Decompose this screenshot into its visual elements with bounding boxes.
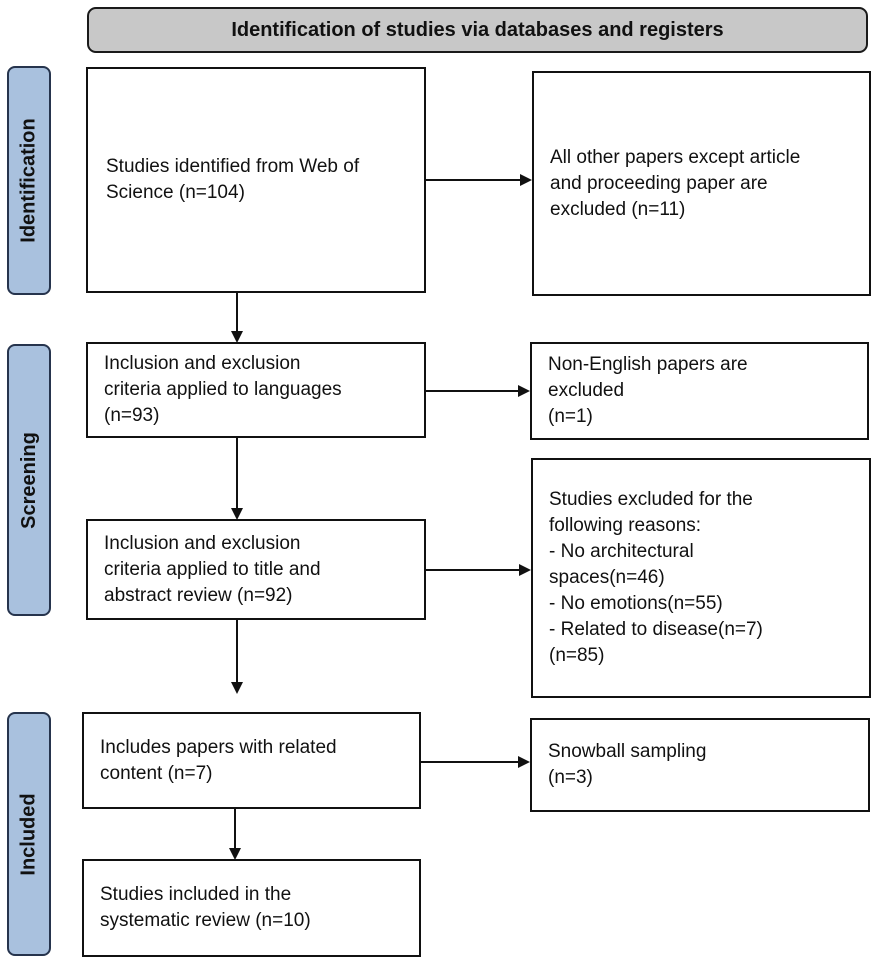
box-line: - Related to disease(n=7): [549, 619, 763, 640]
box-line: criteria applied to languages: [104, 379, 342, 400]
box-related-content: Includes papers with related content (n=…: [82, 712, 421, 809]
box-line: Science (n=104): [106, 182, 245, 203]
stage-identification: Identification: [7, 66, 51, 295]
header-title: Identification of studies via databases …: [87, 7, 868, 53]
box-line: Inclusion and exclusion: [104, 353, 301, 374]
box-line: (n=93): [104, 405, 160, 426]
box-line: Includes papers with related: [100, 736, 337, 758]
box-included-review: Studies included in the systematic revie…: [82, 859, 421, 957]
box-line: abstract review (n=92): [104, 584, 293, 606]
box-line: Non-English papers are: [548, 354, 748, 375]
box-line: excluded: [548, 380, 625, 401]
box-line: criteria applied to title and: [104, 558, 321, 580]
box-non-english-excluded: Non-English papers are excluded (n=1): [530, 342, 869, 440]
stage-included: Included: [7, 712, 51, 956]
box-snowball: Snowball sampling (n=3): [530, 718, 870, 812]
box-line: All other papers except article: [550, 146, 801, 168]
box-line: Studies excluded for the: [549, 489, 753, 510]
stage-screening: Screening: [7, 344, 51, 616]
box-languages-criteria: Inclusion and exclusion criteria applied…: [86, 342, 426, 438]
box-line: systematic review (n=10): [100, 910, 311, 931]
box-other-papers-excluded: All other papers except article and proc…: [532, 71, 871, 296]
box-line: spaces(n=46): [549, 567, 665, 588]
box-line: (n=3): [548, 767, 593, 788]
header-title-text: Identification of studies via databases …: [231, 18, 724, 41]
box-line: Studies identified from Web of: [106, 156, 360, 177]
box-line: Inclusion and exclusion: [104, 532, 301, 554]
box-line: Studies included in the: [100, 884, 292, 905]
box-line: content (n=7): [100, 762, 213, 784]
box-line: and proceeding paper are: [550, 172, 768, 194]
box-line: following reasons:: [549, 515, 702, 536]
box-line: - No emotions(n=55): [549, 593, 723, 614]
box-line: (n=85): [549, 645, 605, 666]
box-line: (n=1): [548, 406, 593, 427]
box-reasons-excluded: Studies excluded for the following reaso…: [531, 458, 871, 698]
box-web-of-science: Studies identified from Web of Science (…: [86, 67, 426, 293]
box-line: excluded (n=11): [550, 198, 686, 220]
box-title-abstract-criteria: Inclusion and exclusion criteria applied…: [86, 519, 426, 620]
box-line: - No architectural: [549, 541, 694, 562]
box-line: Snowball sampling: [548, 741, 707, 762]
